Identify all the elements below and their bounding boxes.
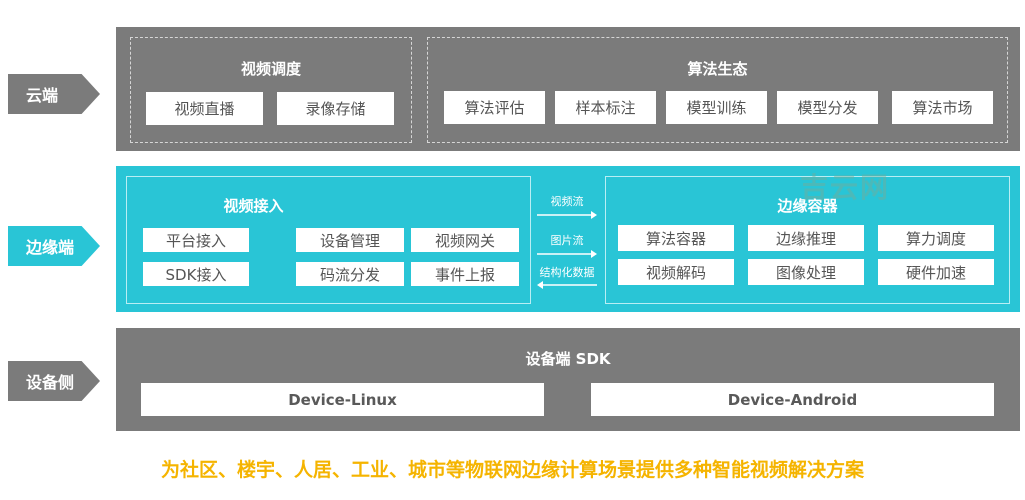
tag-edge: 边缘端 [8,226,100,266]
right-arrow-icon [537,250,597,258]
container-item: 图像处理 [748,259,864,285]
left-arrow-icon [537,281,597,289]
algo-ecosystem-group: 算法生态 算法评估 样本标注 模型训练 模型分发 算法市场 [427,37,1008,143]
algo-item: 模型分发 [777,91,878,124]
access-item: 平台接入 [143,228,249,252]
container-item: 视频解码 [618,259,734,285]
container-item: 算力调度 [878,225,994,251]
edge-container-title: 边缘容器 [777,197,838,215]
video-access-title: 视频接入 [223,197,284,215]
flow-label-video: 视频流 [550,195,584,208]
device-linux-box: Device-Linux [141,383,544,416]
cloud-item-storage: 录像存储 [277,92,394,125]
cloud-layer: 视频调度 视频直播 录像存储 算法生态 算法评估 样本标注 模型训练 模型分发 … [116,27,1020,151]
flow-label-image: 图片流 [550,234,584,247]
access-item: 视频网关 [411,228,519,252]
access-item: SDK接入 [143,262,249,286]
video-scheduling-title: 视频调度 [240,60,301,78]
watermark: 吉云网 [800,171,891,204]
algo-item: 算法市场 [892,91,993,124]
algo-ecosystem-title: 算法生态 [687,60,748,78]
device-sdk-title: 设备端 SDK [525,350,611,368]
tag-cloud: 云端 [8,74,100,114]
device-layer: 设备端 SDK Device-Linux Device-Android [116,328,1020,431]
container-item: 算法容器 [618,225,734,251]
algo-item: 算法评估 [444,91,545,124]
access-item: 码流分发 [296,262,404,286]
edge-container-group: 边缘容器 算法容器 边缘推理 算力调度 视频解码 图像处理 硬件加速 [605,176,1010,304]
edge-layer: 视频接入 平台接入 SDK接入 设备管理 码流分发 视频网关 事件上报 视频流 … [116,166,1020,312]
algo-item: 样本标注 [555,91,656,124]
device-android-box: Device-Android [591,383,994,416]
flow-label-structured: 结构化数据 [539,266,595,279]
video-access-group: 视频接入 平台接入 SDK接入 设备管理 码流分发 视频网关 事件上报 [126,176,531,304]
algo-item: 模型训练 [666,91,767,124]
container-item: 硬件加速 [878,259,994,285]
container-item: 边缘推理 [748,225,864,251]
tag-device: 设备侧 [8,361,100,401]
access-item: 事件上报 [411,262,519,286]
video-scheduling-group: 视频调度 视频直播 录像存储 [130,37,412,143]
cloud-item-live: 视频直播 [146,92,263,125]
access-item: 设备管理 [296,228,404,252]
footer-slogan: 为社区、楼宇、人居、工业、城市等物联网边缘计算场景提供多种智能视频解决方案 [160,459,864,481]
right-arrow-icon [537,211,597,219]
